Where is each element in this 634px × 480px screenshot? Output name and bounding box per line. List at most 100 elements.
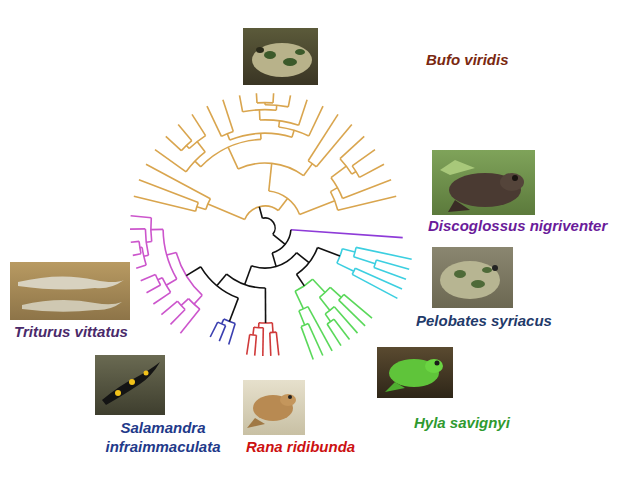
tree-branch [139,180,198,203]
species-label: Salamandra infraimmaculata [88,418,238,456]
tree-branch [197,142,205,152]
tree-branch [240,95,243,111]
tree-branch [278,121,280,127]
tree-branch [300,201,335,215]
tree-branch [207,106,221,136]
tree-branch [272,230,291,253]
tree-branch [352,166,359,178]
tree-branch [316,125,351,167]
tree-branch [171,310,186,325]
tree-branch [259,110,261,120]
tree-branch [356,247,412,259]
tree-branch [342,249,355,252]
tree-branch [355,268,402,289]
tree-branch [295,291,303,309]
tree-branch [147,285,161,293]
tree-branch [222,319,224,324]
tree-branch [217,274,227,286]
rana-photo [243,380,305,435]
tree-branch [133,254,141,256]
tree-branch [158,278,162,280]
tree-branch [153,292,170,304]
discoglossus-photo [432,150,535,215]
tree-branch [352,274,397,298]
tree-branch [313,279,325,292]
tree-branch [340,136,364,158]
tree-branch [269,191,300,215]
tree-branch [272,93,274,103]
tree-branch [144,255,149,256]
tree-branch [330,287,341,297]
tree-branch [301,327,313,360]
tree-branch [167,253,177,256]
tree-branch [247,335,250,355]
tree-branch [337,263,354,271]
tree-branch [186,152,205,172]
tree-branch [245,266,252,285]
tree-branch [136,265,146,268]
salamandra-photo [95,355,165,415]
tree-branch [292,130,294,137]
tree-branch [192,114,206,135]
pelobates-photo [432,247,513,308]
species-label: Discoglossus nigriventer [428,216,607,235]
tree-branch [271,323,273,333]
tree-branch [195,161,201,167]
tree-branch [163,229,177,279]
tree-branch [252,253,297,268]
tree-branch [194,295,202,304]
tree-branch [245,206,279,219]
tree-branch [339,300,365,326]
tree-branch [141,275,156,281]
species-label: Bufo viridis [426,50,509,69]
tree-branch [201,267,239,298]
tree-branch [352,150,375,166]
tree-branch [260,133,262,139]
tree-branch [308,114,338,160]
tree-branch [320,297,330,310]
tree-branch [291,230,403,238]
tree-branch [359,164,384,177]
tree-branch [297,253,310,263]
species-label: Triturus vittatus [14,322,128,341]
tree-branch [297,274,305,286]
tree-branch [309,106,323,136]
tree-branch [299,311,305,325]
tree-branch [259,207,262,219]
tree-branch [166,279,177,285]
tree-branch [276,332,279,355]
tree-branch [155,150,186,172]
tree-branch [327,324,341,346]
tree-branch [229,324,236,345]
tree-branch [208,204,245,219]
tree-branch [130,228,145,230]
tree-branch [318,248,340,256]
tree-branch [338,196,396,210]
tree-branch [269,163,272,191]
tree-branch [273,234,285,244]
tree-branch [197,207,206,210]
tree-branch [180,309,199,333]
tree-branch [131,241,139,244]
tree-branch [257,102,273,104]
tree-branch [262,328,264,356]
tree-branch [161,301,177,314]
tree-branch [288,95,290,107]
tree-branch [255,335,257,355]
tree-branch [272,253,276,266]
tree-branch [181,141,192,151]
triturus-photo [10,262,130,320]
tree-branch [210,322,218,337]
tree-branch [325,314,330,322]
tree-branch [304,164,313,176]
species-label: Hyla savignyi [414,413,510,432]
tree-branch [270,333,271,356]
tree-branch [265,288,267,323]
tree-branch [186,267,201,276]
tree-branch [299,100,307,126]
tree-branch [262,218,275,234]
tree-branch [376,260,409,269]
tree-branch [223,100,233,132]
species-label: Pelobates syriacus [416,311,552,330]
